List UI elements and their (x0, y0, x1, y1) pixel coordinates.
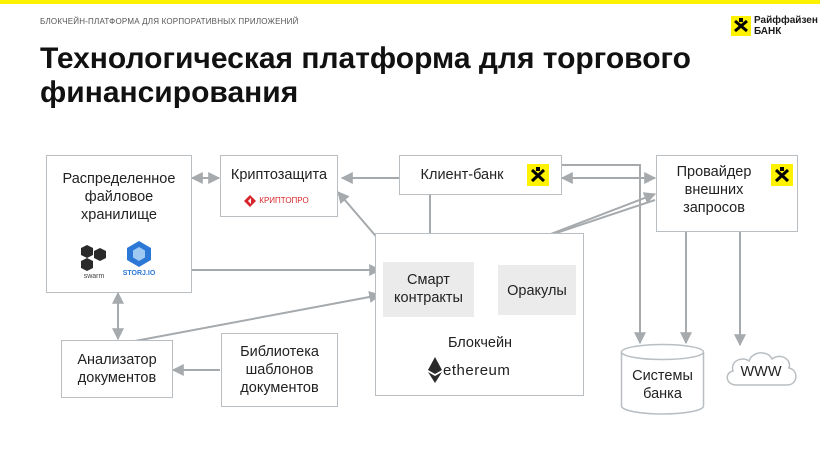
client-bank-raiffeisen-icon (527, 164, 549, 186)
storj-logo-icon (125, 240, 153, 268)
ethereum-logo-icon (428, 357, 442, 383)
oracles-box (498, 265, 576, 315)
www-cloud (722, 345, 800, 393)
provider-raiffeisen-icon (771, 164, 793, 186)
storage-label: Распределенное файловое хранилище (62, 171, 176, 223)
crypto-label: Криптозащита (230, 167, 328, 183)
logo-text-line2: БАНК (754, 26, 782, 37)
ethereum-logo-text: ethereum (443, 362, 511, 379)
swarm-logo-text: swarm (83, 273, 105, 280)
cryptopro-logo-icon (243, 194, 257, 208)
raiffeisen-logo: Райффайзен БАНК (731, 14, 818, 40)
logo-text-line1: Райффайзен (754, 15, 818, 26)
analyzer-label: Анализатор документов (77, 352, 157, 386)
edge-analyzer-smart (134, 291, 382, 342)
library-label: Библиотека шаблонов документов (240, 344, 319, 396)
client-bank-label: Клиент-банк (420, 167, 504, 183)
page-title: Технологическая платформа для торгового … (40, 42, 691, 109)
analyzer-box (61, 340, 173, 398)
bank-systems-cylinder (620, 343, 705, 415)
oracles-label: Оракулы (507, 283, 567, 299)
library-box (221, 333, 338, 407)
cryptopro-logo-text: КРИПТОПРО (259, 196, 309, 205)
crypto-box (220, 155, 338, 217)
storj-logo-text: STORJ.IO (122, 270, 156, 277)
swarm-logo-icon (78, 244, 110, 272)
www-label: WWW (740, 364, 782, 380)
edge-clientbank-banksystems (562, 164, 646, 345)
eyebrow-label: БЛОКЧЕЙН-ПЛАТФОРМА ДЛЯ КОРПОРАТИВНЫХ ПРИ… (40, 17, 299, 26)
provider-label: Провайдер внешних запросов (676, 164, 752, 216)
bank-systems-label: Системы банка (632, 368, 693, 402)
top-accent-bar (0, 0, 820, 4)
blockchain-label: Блокчейн (447, 335, 513, 351)
storage-box (46, 155, 192, 293)
smart-contracts-label: Смарт контракты (394, 272, 463, 306)
raiffeisen-logo-icon (731, 16, 751, 36)
smart-contracts-box (383, 262, 474, 317)
